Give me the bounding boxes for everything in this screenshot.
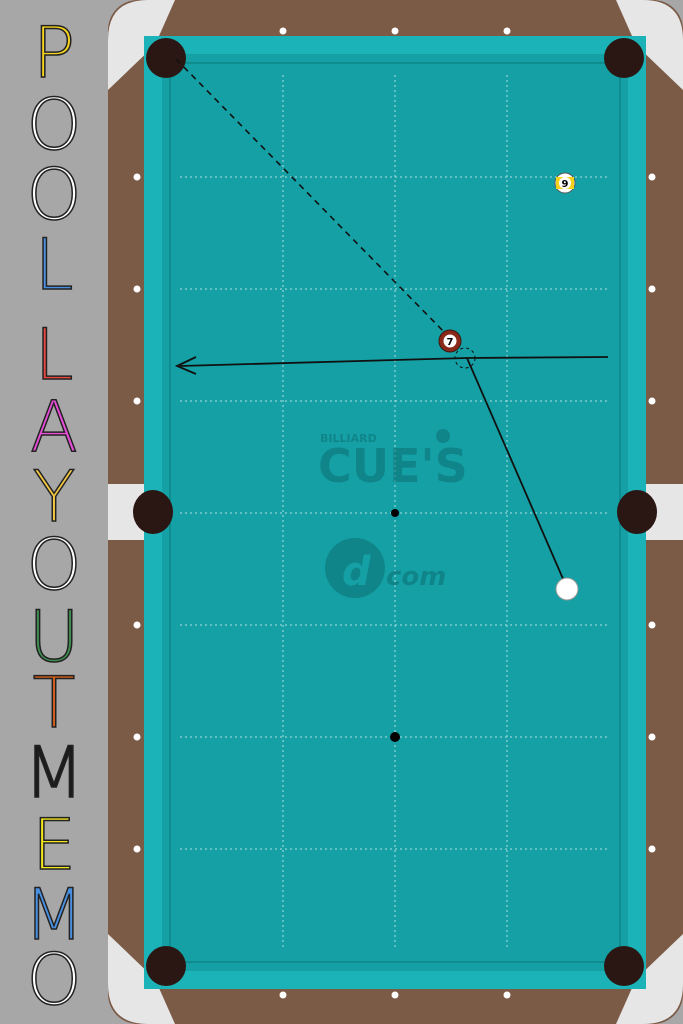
svg-text:7: 7 bbox=[447, 337, 454, 348]
grid-lines bbox=[180, 75, 608, 950]
side-title-letter: M bbox=[23, 874, 85, 956]
svg-text:CUE'S: CUE'S bbox=[318, 439, 468, 493]
ghost-ball bbox=[454, 347, 476, 369]
side-title-letter: E bbox=[31, 804, 77, 886]
corner-rail-bottom-left bbox=[108, 934, 175, 1024]
side-title-letter: M bbox=[23, 732, 85, 814]
arrow-head-icon bbox=[174, 356, 197, 375]
pocket-bottom-right bbox=[604, 946, 644, 986]
head-spot bbox=[390, 732, 400, 742]
pocket-top-left bbox=[146, 38, 186, 78]
side-title-letter: O bbox=[26, 154, 83, 236]
pocket-side-right bbox=[617, 490, 657, 534]
side-title-letter: O bbox=[26, 939, 83, 1021]
side-title-letter: U bbox=[28, 596, 81, 678]
logo-dcom: d com bbox=[325, 538, 446, 598]
pocket-bottom-left bbox=[146, 946, 186, 986]
side-title-letter: L bbox=[34, 314, 75, 396]
side-title-letter: A bbox=[29, 386, 78, 468]
svg-text:BILLIARD: BILLIARD bbox=[320, 432, 377, 445]
center-spot bbox=[391, 509, 399, 517]
corner-rail-top-right bbox=[616, 0, 683, 90]
cue-ball[interactable] bbox=[555, 577, 579, 601]
svg-text:9: 9 bbox=[562, 179, 569, 190]
side-title-letter: O bbox=[26, 524, 83, 606]
pocket-top-right bbox=[604, 38, 644, 78]
side-title-letter: T bbox=[32, 662, 76, 744]
pocket-side-left bbox=[133, 490, 173, 534]
side-title-letter: O bbox=[26, 84, 83, 166]
corner-rail-top-left bbox=[108, 0, 175, 90]
logo-billiard-cues: BILLIARD CUE'S bbox=[318, 429, 468, 493]
side-title-letter: P bbox=[32, 12, 76, 94]
ball-9[interactable]: 9 bbox=[554, 172, 576, 194]
svg-text:d: d bbox=[342, 549, 371, 595]
ball-7[interactable]: 7 bbox=[438, 329, 462, 353]
cue-ball-continuation-line[interactable] bbox=[179, 357, 468, 367]
pockets bbox=[133, 38, 657, 986]
rail-diamonds bbox=[133, 27, 656, 999]
side-title-letter: L bbox=[34, 224, 75, 306]
side-title-letter: Y bbox=[32, 456, 76, 538]
corner-rail-bottom-right bbox=[616, 934, 683, 1024]
svg-text:com: com bbox=[386, 562, 446, 592]
